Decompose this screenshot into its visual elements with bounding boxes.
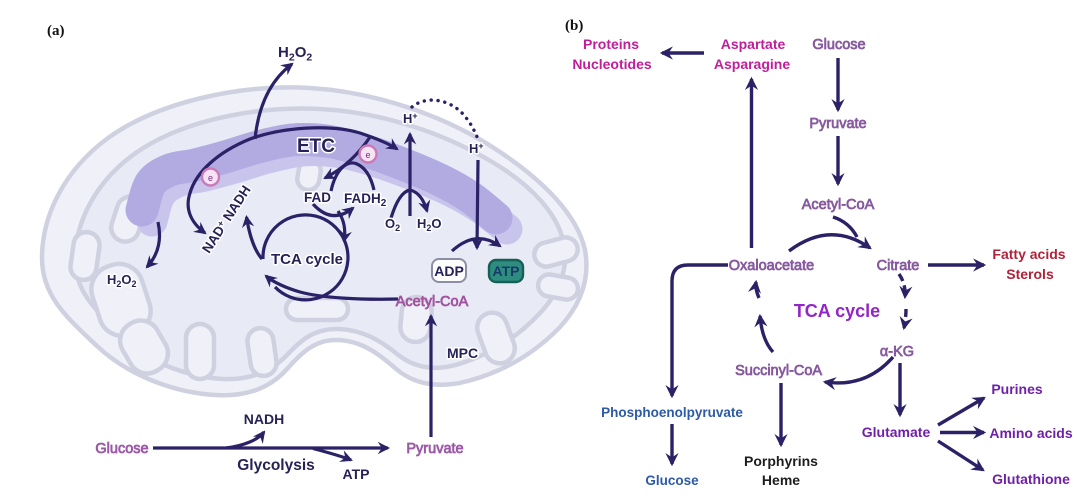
svg-text:Glutamate: Glutamate <box>862 424 931 440</box>
svg-text:FADH2: FADH2 <box>344 191 387 209</box>
svg-text:TCA cycle: TCA cycle <box>271 251 343 268</box>
svg-text:Amino acids: Amino acids <box>989 425 1072 441</box>
svg-text:e: e <box>208 173 213 183</box>
svg-text:Phosphoenolpyruvate: Phosphoenolpyruvate <box>601 405 743 420</box>
svg-text:Glucose: Glucose <box>812 37 865 53</box>
svg-text:Purines: Purines <box>991 381 1043 397</box>
svg-text:MPC: MPC <box>447 345 478 361</box>
svg-text:Glycolysis: Glycolysis <box>237 457 315 474</box>
svg-text:ADP: ADP <box>434 263 464 279</box>
svg-text:e: e <box>365 150 370 160</box>
svg-text:ATP: ATP <box>343 466 370 482</box>
svg-text:ETC: ETC <box>297 136 335 157</box>
svg-text:ATP: ATP <box>493 263 520 279</box>
svg-text:Nucleotides: Nucleotides <box>572 56 652 72</box>
svg-text:H2O2: H2O2 <box>278 44 312 64</box>
svg-text:Citrate: Citrate <box>877 258 920 274</box>
svg-text:Acetyl-CoA: Acetyl-CoA <box>396 294 469 310</box>
svg-text:Acetyl-CoA: Acetyl-CoA <box>802 197 875 213</box>
svg-text:Asparagine: Asparagine <box>714 56 790 72</box>
svg-text:H2O: H2O <box>417 216 442 233</box>
svg-text:Pyruvate: Pyruvate <box>809 116 866 132</box>
svg-text:Sterols: Sterols <box>1006 266 1054 282</box>
svg-text:TCA cycle: TCA cycle <box>794 301 880 321</box>
svg-text:Pyruvate: Pyruvate <box>406 441 463 457</box>
svg-text:Fatty acids: Fatty acids <box>992 246 1065 262</box>
svg-text:Porphyrins: Porphyrins <box>744 453 818 469</box>
svg-text:(b): (b) <box>565 18 583 34</box>
svg-text:(a): (a) <box>47 23 65 39</box>
svg-text:FAD: FAD <box>304 190 331 205</box>
svg-text:Heme: Heme <box>762 472 800 488</box>
svg-text:Glutathione: Glutathione <box>992 471 1070 487</box>
svg-text:Succinyl-CoA: Succinyl-CoA <box>735 363 822 379</box>
svg-text:H2O2: H2O2 <box>107 272 137 289</box>
svg-text:Oxaloacetate: Oxaloacetate <box>729 258 814 274</box>
svg-text:Glucose: Glucose <box>645 473 699 488</box>
svg-text:α-KG: α-KG <box>880 344 914 360</box>
svg-text:Glucose: Glucose <box>95 441 148 457</box>
svg-text:Proteins: Proteins <box>583 36 639 52</box>
svg-text:Aspartate: Aspartate <box>721 36 786 52</box>
svg-text:NADH: NADH <box>244 411 284 427</box>
